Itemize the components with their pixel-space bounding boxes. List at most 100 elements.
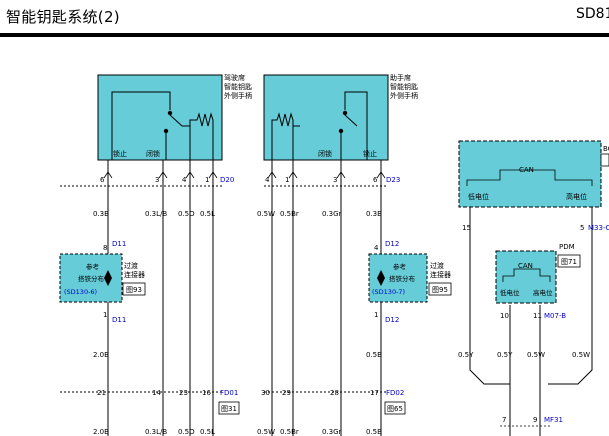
fd01-id: FD01 <box>220 389 238 397</box>
wire-right-upper-3: 0.3Gr <box>322 210 342 218</box>
wire-can-4: 0.5W <box>572 351 590 359</box>
d11-pin-1: 1 <box>103 311 107 319</box>
d20-pin-6: 6 <box>100 176 105 184</box>
wire-right-upper-4: 0.3B <box>366 210 382 218</box>
passenger-switch-blade <box>344 114 358 127</box>
connector-m07[interactable]: 10 11 M07-B <box>500 312 566 320</box>
bcm-module[interactable]: BC CAN 低电位 高电位 <box>458 140 609 208</box>
wire-left-upper-3: 0.5O <box>178 210 195 218</box>
left-conn-label-1: 过渡 <box>124 261 138 270</box>
left-harness <box>60 160 222 436</box>
pdm-high: 高电位 <box>533 288 553 297</box>
fd01-pin-23: 23 <box>179 389 188 397</box>
d12-pin-4: 4 <box>374 244 379 252</box>
left-splice-dist-label: 搭铁分布 <box>78 274 105 283</box>
d11-id-top: D11 <box>112 240 126 248</box>
d11-pin-8: 8 <box>103 244 107 252</box>
passenger-handle-module[interactable]: 闭锁 锁止 助手席 智能钥匙 外侧手柄 <box>263 73 418 161</box>
fd01-pin-14: 14 <box>152 389 161 397</box>
d20-pin-4: 4 <box>182 176 187 184</box>
wire-left-lower-3: 0.5O <box>178 428 195 436</box>
connector-d20[interactable]: 6 3 4 1 D20 <box>100 171 234 184</box>
pdm-low: 低电位 <box>500 288 520 297</box>
splice-right[interactable]: 4 D12 参考 搭铁分布 (SD130-7) 过渡 连接器 图95 1 D12 <box>368 240 452 324</box>
fd01-pin-21: 21 <box>97 389 106 397</box>
m07-pin-11: 11 <box>533 312 542 320</box>
driver-handle-name-1: 驾驶席 <box>224 73 245 82</box>
wire-right-lower-1: 0.5W <box>257 428 275 436</box>
wire-right-mid: 0.5B <box>366 351 382 359</box>
wire-right-upper-1: 0.5W <box>257 210 275 218</box>
passenger-handle-name-1: 助手席 <box>390 73 411 82</box>
right-splice-dist-label: 搭铁分布 <box>389 274 416 283</box>
pdm-bus: CAN <box>518 262 533 270</box>
bcm-code: BC <box>603 145 609 153</box>
d20-pin-3: 3 <box>155 176 159 184</box>
m07-id: M07-B <box>544 312 566 320</box>
wire-left-lower-4: 0.5L <box>200 428 215 436</box>
mf31-pin-9: 9 <box>533 416 537 424</box>
fd01-pin-16: 16 <box>202 389 211 397</box>
wire-can-3: 0.5W <box>527 351 545 359</box>
right-conn-label-2: 连接器 <box>430 270 451 279</box>
passenger-handle-box <box>263 74 389 161</box>
driver-handle-name-2: 智能钥匙 <box>224 82 252 91</box>
pdm-box <box>495 250 557 304</box>
d12-id-top: D12 <box>385 240 399 248</box>
connector-mf31[interactable]: 7 9 MF31 <box>500 416 563 427</box>
left-conn-label-2: 连接器 <box>124 270 145 279</box>
mf31-id: MF31 <box>544 416 563 424</box>
bcm-high: 高电位 <box>566 192 587 201</box>
m33-pin-5: 5 <box>580 224 584 232</box>
driver-switch-contact-2 <box>163 128 169 134</box>
d20-pin-1: 1 <box>205 176 209 184</box>
pdm-module[interactable]: PDM 图71 CAN 低电位 高电位 <box>495 243 581 304</box>
left-splice-ref-label: 参考 <box>86 262 100 271</box>
m07-pin-10: 10 <box>500 312 509 320</box>
connector-fd01[interactable]: 21 14 23 16 FD01 图31 <box>97 389 240 415</box>
driver-resistor <box>189 112 214 160</box>
wire-left-mid: 2.0B <box>93 351 109 359</box>
driver-handle-module[interactable]: 锁止 闭锁 驾驶席 智能钥匙 外侧手柄 <box>97 73 252 161</box>
fd01-ref: 图31 <box>221 405 237 413</box>
driver-pin-label-lock: 锁止 <box>113 149 127 158</box>
wire-left-upper-4: 0.5L <box>200 210 215 218</box>
passenger-pin-label-lock: 锁止 <box>363 149 377 158</box>
connector-d23[interactable]: 4 1 3 6 D23 <box>265 171 400 184</box>
m33-pin-15: 15 <box>462 224 471 232</box>
right-splice-ref: (SD130-7) <box>372 288 405 296</box>
driver-handle-name-3: 外侧手柄 <box>224 91 252 100</box>
right-diagram-ref: 图95 <box>432 286 448 294</box>
driver-handle-box <box>97 74 223 161</box>
bcm-low: 低电位 <box>468 192 489 201</box>
fd02-pin-30: 30 <box>261 389 270 397</box>
bcm-box <box>458 140 602 208</box>
wire-right-lower-2: 0.5Br <box>280 428 299 436</box>
wire-right-upper-2: 0.5Br <box>280 210 299 218</box>
fd02-pin-28: 28 <box>330 389 339 397</box>
right-conn-label-1: 过渡 <box>430 261 444 270</box>
d23-pin-1: 1 <box>285 176 289 184</box>
wire-right-lower-4: 0.5B <box>366 428 382 436</box>
wire-left-upper-1: 0.3B <box>93 210 109 218</box>
wire-left-lower-1: 2.0B <box>93 428 109 436</box>
connector-m33[interactable]: 15 5 M33-C <box>462 224 609 232</box>
passenger-resistor <box>271 112 294 160</box>
driver-switch-blade <box>169 114 183 127</box>
d23-id: D23 <box>386 176 400 184</box>
pdm-ref: 图71 <box>561 258 577 266</box>
d23-pin-3: 3 <box>333 176 337 184</box>
passenger-pin-label-unlock: 闭锁 <box>318 149 332 158</box>
left-splice-node <box>104 270 112 286</box>
wire-left-lower-2: 0.3L/B <box>145 428 167 436</box>
connector-fd02[interactable]: 30 29 28 17 FD02 图65 <box>261 389 406 415</box>
d23-pin-6: 6 <box>373 176 378 184</box>
pdm-name: PDM <box>559 243 575 251</box>
d12-pin-1: 1 <box>374 311 378 319</box>
driver-switch-wire <box>111 91 171 160</box>
splice-left[interactable]: 8 D11 参考 搭铁分布 (SD130-6) 过渡 连接器 图93 1 D11 <box>59 240 146 324</box>
right-splice-node <box>377 270 385 286</box>
fd02-pin-29: 29 <box>282 389 291 397</box>
wire-can-2: 0.5Y <box>497 351 513 359</box>
